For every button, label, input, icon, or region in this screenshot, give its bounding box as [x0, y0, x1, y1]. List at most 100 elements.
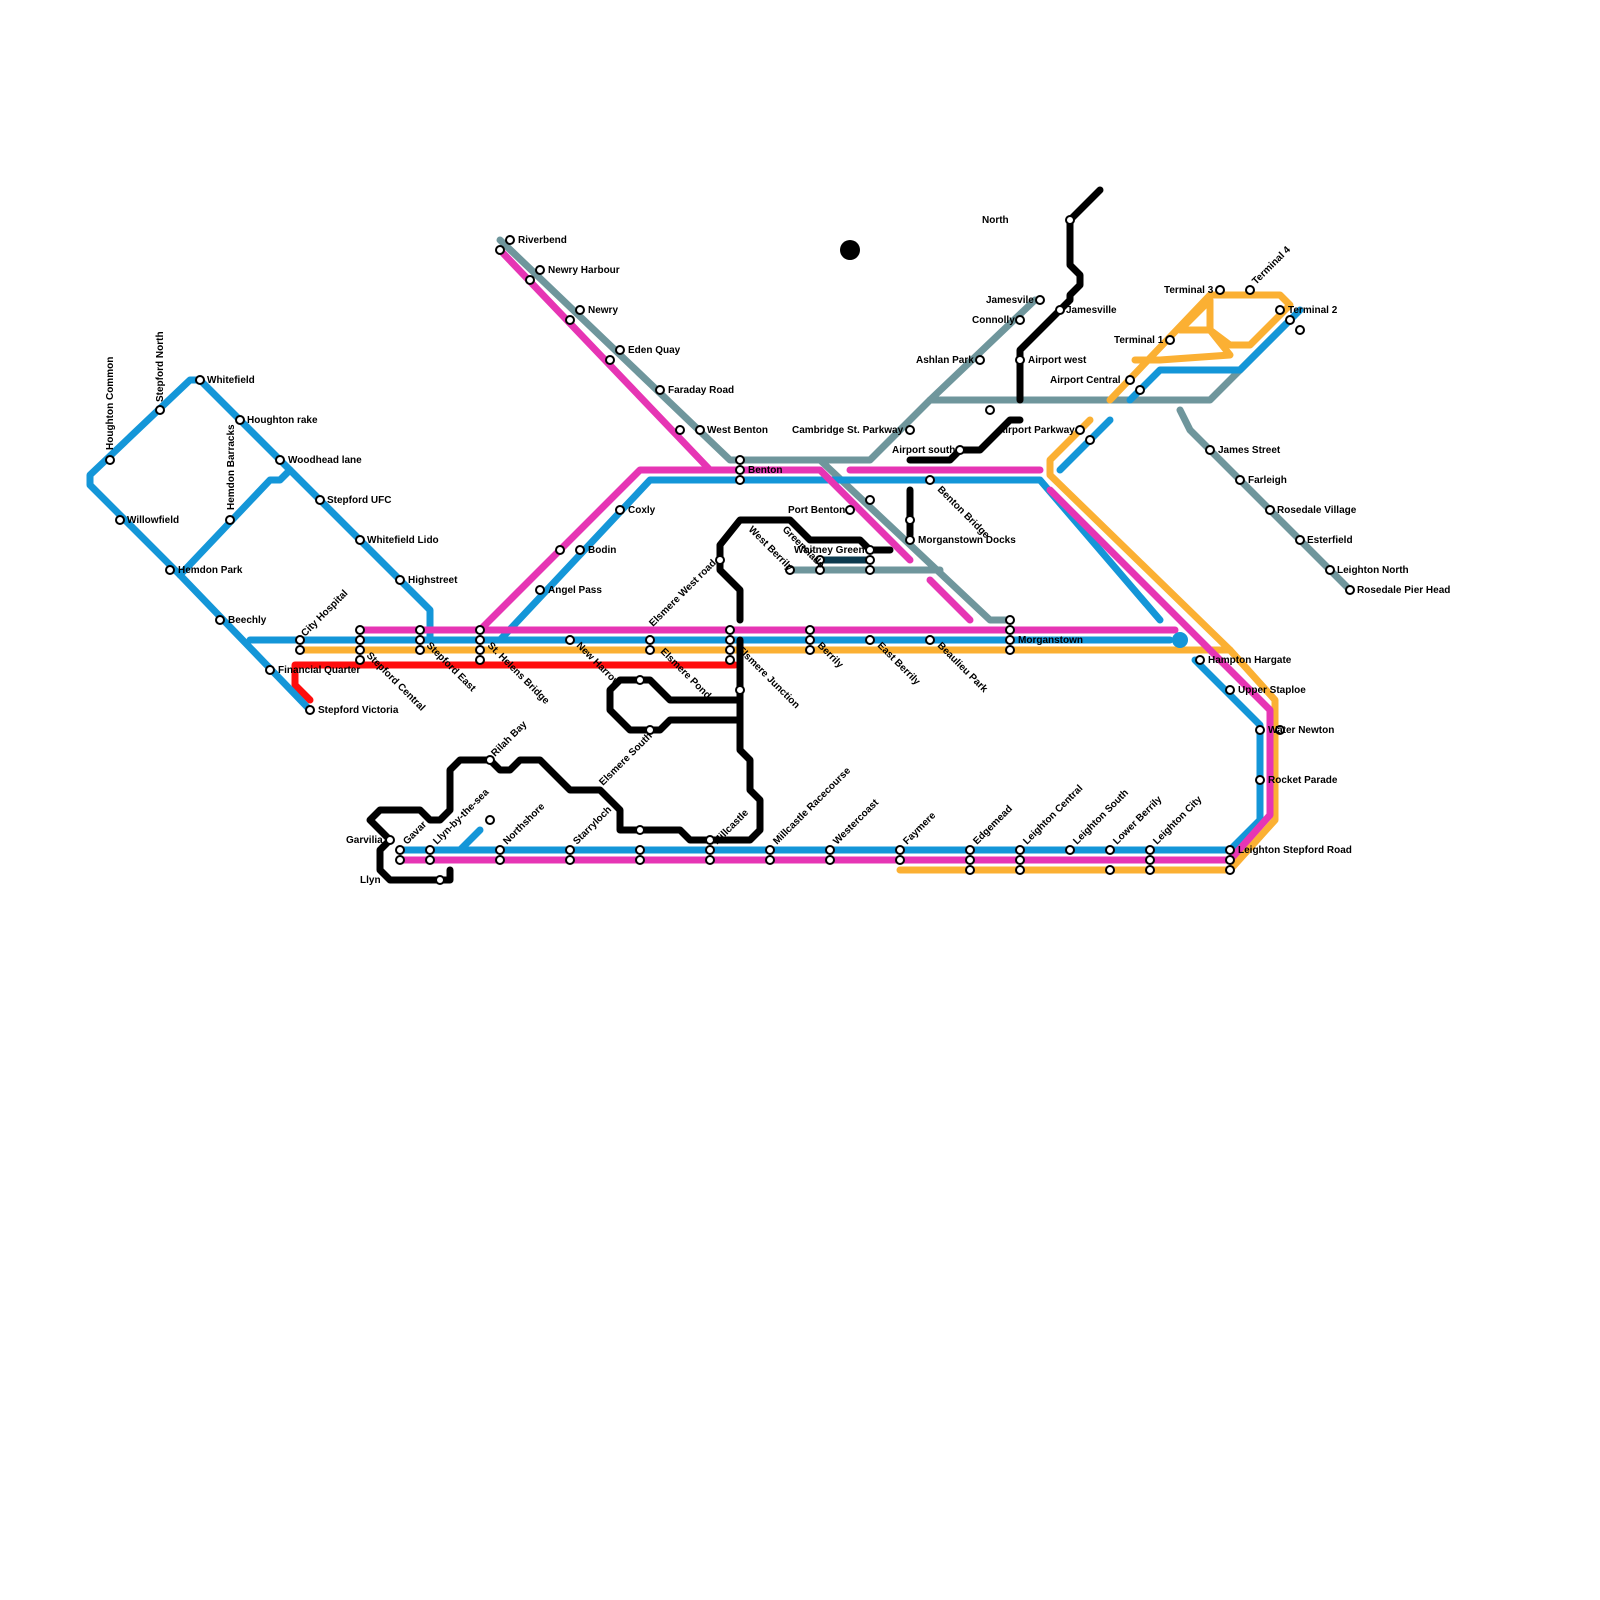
station-marker[interactable] — [726, 656, 734, 664]
station-label[interactable]: Connolly — [972, 315, 1015, 326]
station-marker[interactable] — [646, 636, 654, 644]
station-label[interactable]: Whitefield Lido — [367, 535, 439, 546]
station-marker[interactable] — [566, 316, 574, 324]
station-marker[interactable] — [636, 676, 644, 684]
station-marker[interactable] — [726, 636, 734, 644]
station-marker[interactable] — [866, 546, 874, 554]
station-label[interactable]: Llyn — [360, 875, 381, 886]
station-marker[interactable] — [236, 416, 244, 424]
station-marker[interactable] — [606, 356, 614, 364]
station-marker[interactable] — [656, 386, 664, 394]
station-label[interactable]: Whitney Green — [794, 545, 865, 556]
station-marker[interactable] — [1006, 626, 1014, 634]
station-marker[interactable] — [576, 546, 584, 554]
station-marker[interactable] — [826, 856, 834, 864]
station-marker[interactable] — [266, 666, 274, 674]
station-label[interactable]: Farleigh — [1248, 475, 1287, 486]
station-marker[interactable] — [706, 846, 714, 854]
station-marker[interactable] — [636, 826, 644, 834]
station-label[interactable]: Newry Harbour — [548, 265, 620, 276]
station-marker[interactable] — [766, 856, 774, 864]
station-marker[interactable] — [1146, 866, 1154, 874]
station-marker[interactable] — [436, 876, 444, 884]
station-label[interactable]: North — [982, 215, 1009, 226]
station-marker[interactable] — [736, 456, 744, 464]
station-marker[interactable] — [636, 846, 644, 854]
station-marker[interactable] — [866, 496, 874, 504]
station-marker[interactable] — [1146, 856, 1154, 864]
station-label[interactable]: Esterfield — [1307, 535, 1353, 546]
station-marker[interactable] — [966, 866, 974, 874]
station-label[interactable]: Morganstown Docks — [918, 535, 1016, 546]
station-marker[interactable] — [726, 626, 734, 634]
station-marker[interactable] — [1016, 846, 1024, 854]
station-label[interactable]: Gavar — [401, 819, 429, 847]
station-marker[interactable] — [156, 406, 164, 414]
station-marker[interactable] — [976, 356, 984, 364]
station-marker[interactable] — [676, 426, 684, 434]
station-label[interactable]: Leighton Stepford Road — [1238, 845, 1352, 856]
station-marker[interactable] — [426, 846, 434, 854]
station-marker[interactable] — [1226, 856, 1234, 864]
station-label[interactable]: Hampton Hargate — [1208, 655, 1292, 666]
station-label[interactable]: Elsmere West road — [647, 558, 718, 629]
station-marker[interactable] — [486, 756, 494, 764]
station-marker[interactable] — [896, 846, 904, 854]
station-marker[interactable] — [116, 516, 124, 524]
station-marker[interactable] — [1256, 726, 1264, 734]
station-label[interactable]: Airport Parkway — [998, 425, 1075, 436]
station-label[interactable]: Starryloch — [571, 804, 614, 847]
station-marker[interactable] — [1006, 636, 1014, 644]
station-marker[interactable] — [1266, 506, 1274, 514]
station-marker[interactable] — [1006, 616, 1014, 624]
station-marker[interactable] — [486, 816, 494, 824]
station-marker[interactable] — [496, 246, 504, 254]
station-marker[interactable] — [196, 376, 204, 384]
station-marker[interactable] — [766, 846, 774, 854]
station-label[interactable]: Rosedale Pier Head — [1357, 585, 1450, 596]
station-marker[interactable] — [1016, 866, 1024, 874]
station-label[interactable]: Hemdon Park — [178, 565, 243, 576]
station-label[interactable]: Benton — [748, 465, 782, 476]
station-marker[interactable] — [866, 556, 874, 564]
station-label[interactable]: Eden Quay — [628, 345, 681, 356]
station-label[interactable]: Ashlan Park — [916, 355, 974, 366]
station-marker[interactable] — [566, 856, 574, 864]
station-marker[interactable] — [906, 516, 914, 524]
station-label[interactable]: Stepford Victoria — [318, 705, 399, 716]
station-marker[interactable] — [926, 636, 934, 644]
station-marker[interactable] — [506, 236, 514, 244]
station-label[interactable]: Stepford UFC — [327, 495, 391, 506]
station-label[interactable]: Airport Central — [1050, 375, 1121, 386]
station-marker[interactable] — [1106, 866, 1114, 874]
station-label[interactable]: City Hospital — [299, 588, 350, 639]
station-label[interactable]: Woodhead lane — [288, 455, 362, 466]
station-label[interactable]: Hemdon Barracks — [226, 424, 237, 510]
station-marker[interactable] — [1066, 846, 1074, 854]
station-label[interactable]: Houghton rake — [247, 415, 318, 426]
station-marker[interactable] — [1146, 846, 1154, 854]
station-marker[interactable] — [1086, 436, 1094, 444]
station-marker[interactable] — [716, 556, 724, 564]
station-marker[interactable] — [866, 636, 874, 644]
station-marker[interactable] — [416, 636, 424, 644]
station-marker[interactable] — [1296, 536, 1304, 544]
station-label[interactable]: Rilah Bay — [489, 719, 529, 759]
station-label[interactable]: Angel Pass — [548, 585, 602, 596]
station-marker[interactable] — [1006, 646, 1014, 654]
station-marker[interactable] — [526, 276, 534, 284]
station-marker[interactable] — [736, 466, 744, 474]
station-marker[interactable] — [736, 686, 744, 694]
station-marker[interactable] — [396, 846, 404, 854]
station-label[interactable]: Riverbend — [518, 235, 567, 246]
station-label[interactable]: Cambridge St. Parkway — [792, 425, 904, 436]
station-label[interactable]: Airport south — [892, 445, 955, 456]
station-label[interactable]: Northshore — [501, 801, 547, 847]
station-marker[interactable] — [926, 476, 934, 484]
station-marker[interactable] — [696, 426, 704, 434]
station-marker[interactable] — [806, 626, 814, 634]
station-label[interactable]: Bodin — [588, 545, 616, 556]
station-marker[interactable] — [1246, 286, 1254, 294]
station-marker[interactable] — [536, 586, 544, 594]
station-label[interactable]: Whitefield — [207, 375, 255, 386]
